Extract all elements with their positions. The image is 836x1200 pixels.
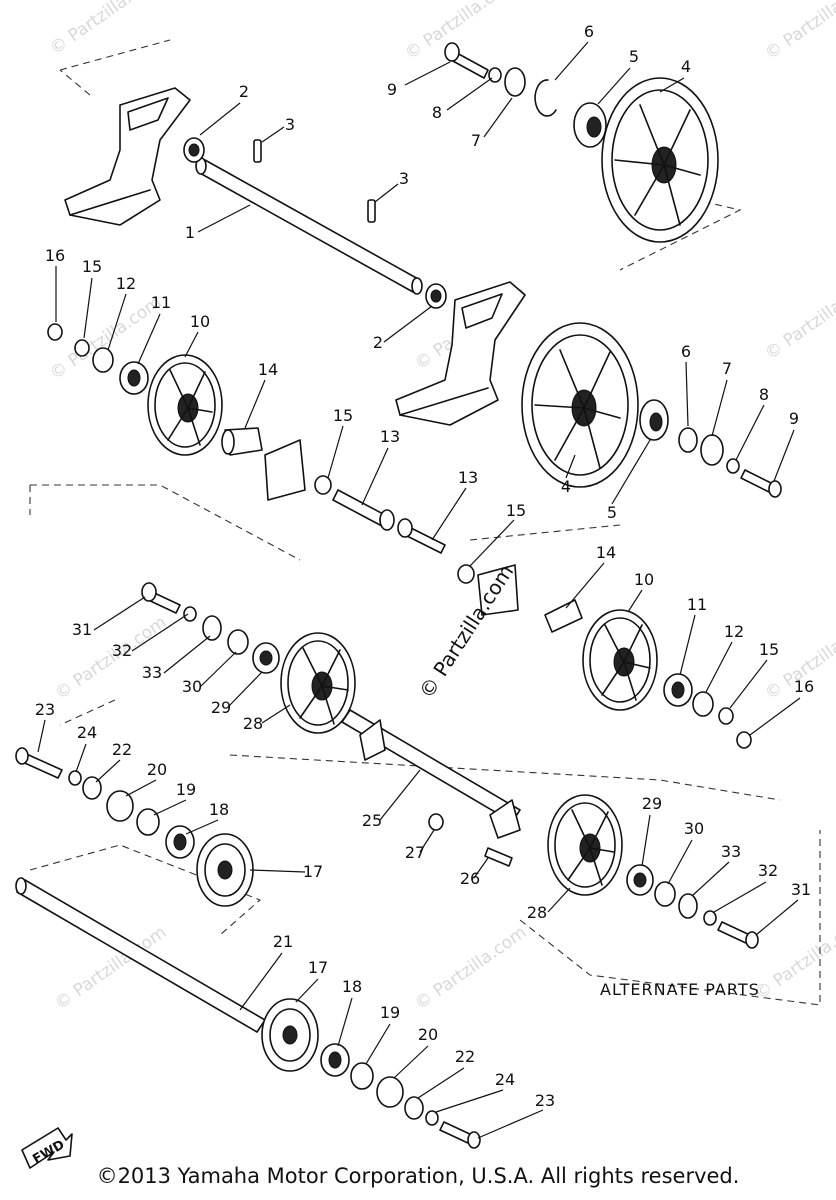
part-callout-13: 13 [380,427,400,446]
part-callout-33: 33 [142,663,162,682]
part-callout-19: 19 [176,780,196,799]
part-callout-2: 2 [239,82,249,101]
fwd-arrow: FWD [21,1127,73,1169]
part-callout-23: 23 [35,700,55,719]
part-callout-3: 3 [399,169,409,188]
copyright-notice: ©2013 Yamaha Motor Corporation, U.S.A. A… [96,1164,740,1188]
lower-left-idler-group [15,747,254,907]
part-callout-18: 18 [209,800,229,819]
part-callout-16: 16 [45,246,65,265]
part-callout-17: 17 [303,862,323,881]
part-callout-4: 4 [681,57,691,76]
part-callout-25: 25 [362,811,382,830]
part-callout-28: 28 [243,714,263,733]
watermark: © Partzilla.com [761,0,836,64]
alternate-parts-label: ALTERNATE PARTS [600,980,760,999]
part-callout-33: 33 [721,842,741,861]
part-callout-15: 15 [759,640,779,659]
part-callout-14: 14 [258,360,278,379]
part-callout-6: 6 [681,342,691,361]
part-callout-32: 32 [758,861,778,880]
upper-wheel-left [521,322,669,488]
part-callout-9: 9 [789,409,799,428]
lower-right-wheel-group [547,794,759,949]
callout-labels: 1233987654161512111021415136789451315141… [35,22,814,1110]
part-callout-29: 29 [211,698,231,717]
part-callout-20: 20 [418,1025,438,1044]
part-callout-6: 6 [584,22,594,41]
part-callout-10: 10 [190,312,210,331]
upper-slide-bracket-left [64,87,191,226]
part-callout-14: 14 [596,543,616,562]
part-callout-31: 31 [791,880,811,899]
part-callout-12: 12 [116,274,136,293]
part-callout-22: 22 [455,1047,475,1066]
part-callout-9: 9 [387,80,397,99]
watermark: © Partzilla.com [46,0,165,59]
part-callout-26: 26 [460,869,480,888]
part-callout-30: 30 [182,677,202,696]
part-callout-22: 22 [112,740,132,759]
part-callout-8: 8 [432,103,442,122]
upper-slide-bracket-right [395,281,526,426]
lower-upper-wheel-group [141,582,356,734]
part-callout-19: 19 [380,1003,400,1022]
part-callout-24: 24 [495,1070,515,1089]
part-callout-12: 12 [724,622,744,641]
part-callout-10: 10 [634,570,654,589]
part-callout-32: 32 [112,641,132,660]
part-callout-27: 27 [405,843,425,862]
watermark: © Partzilla.com [761,272,836,364]
upper-fastener-stack [444,42,782,498]
part-callout-3: 3 [285,115,295,134]
reference-lines [29,39,821,1006]
part-callout-20: 20 [147,760,167,779]
part-callout-5: 5 [629,47,639,66]
part-callout-1: 1 [185,223,195,242]
part-callout-29: 29 [642,794,662,813]
part-callout-15: 15 [506,501,526,520]
part-callout-23: 23 [535,1091,555,1110]
part-callout-28: 28 [527,903,547,922]
part-callout-18: 18 [342,977,362,996]
center-bolts [314,475,519,616]
part-callout-2: 2 [373,333,383,352]
part-callout-11: 11 [151,293,171,312]
part-callout-16: 16 [794,677,814,696]
leader-lines [37,41,801,1139]
part-callout-30: 30 [684,819,704,838]
part-callout-15: 15 [333,406,353,425]
part-callout-8: 8 [759,385,769,404]
part-callout-31: 31 [72,620,92,639]
watermark: © Partzilla.com [411,922,530,1014]
part-callout-11: 11 [687,595,707,614]
middle-left-wheel-group [47,323,306,501]
bottom-shaft-group [15,877,481,1149]
lower-axle [341,709,521,867]
part-callout-4: 4 [561,477,571,496]
part-callout-15: 15 [82,257,102,276]
part-callout-7: 7 [722,359,732,378]
part-callout-7: 7 [471,131,481,150]
upper-wheel-right [573,77,719,243]
part-callout-5: 5 [607,503,617,522]
watermark: © Partzilla.com [751,912,836,1004]
watermark: © Partzilla.com [46,292,165,384]
part-callout-13: 13 [458,468,478,487]
part-callout-24: 24 [77,723,97,742]
part-callout-21: 21 [273,932,293,951]
middle-right-wheel-group [544,599,752,749]
upper-axle [183,137,447,309]
part-callout-17: 17 [308,958,328,977]
